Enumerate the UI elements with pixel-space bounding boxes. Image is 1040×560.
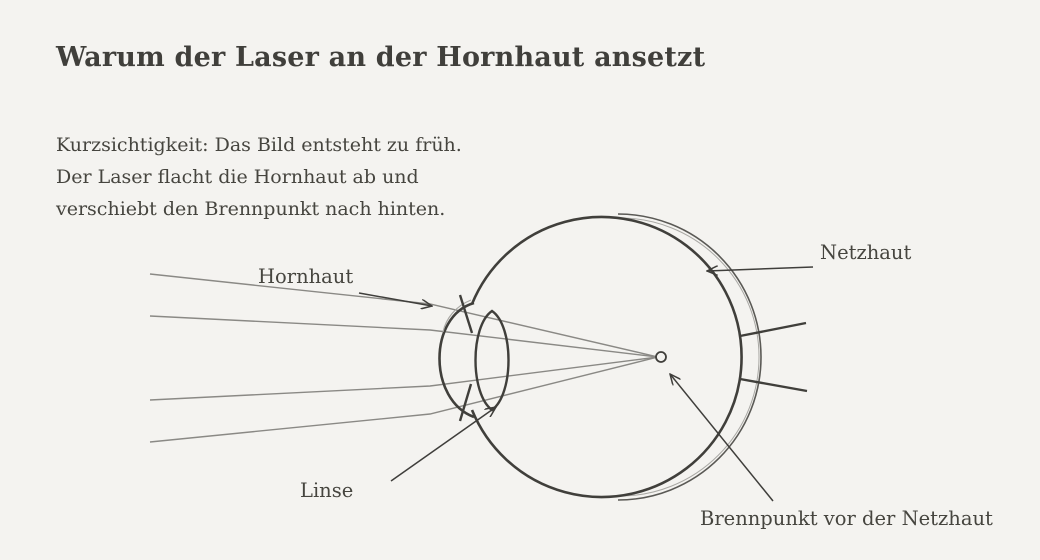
- label-focal-point: Brennpunkt vor der Netzhaut: [700, 507, 993, 530]
- intro-line-1: Kurzsichtigkeit: Das Bild entsteht zu fr…: [56, 134, 462, 156]
- iris: [458, 294, 474, 422]
- cornea-highlight: [442, 299, 472, 333]
- light-ray-2: [149, 315, 659, 358]
- page-title: Warum der Laser an der Hornhaut ansetzt: [56, 42, 706, 73]
- cornea-arrow: [358, 292, 432, 306]
- retina-arc-inner: [619, 217, 760, 497]
- cornea: [438, 301, 475, 419]
- light-ray-4: [149, 356, 659, 443]
- light-ray-1: [149, 273, 659, 358]
- label-lens: Linse: [300, 479, 354, 502]
- intro-text: Kurzsichtigkeit: Das Bild entsteht zu fr…: [56, 129, 462, 225]
- focal-point-arrow: [670, 374, 774, 502]
- retina-arc: [617, 213, 762, 501]
- label-retina: Netzhaut: [820, 241, 912, 264]
- light-rays: [149, 273, 659, 443]
- label-cornea: Hornhaut: [258, 265, 354, 288]
- eyeball: [470, 215, 743, 499]
- intro-line-2: Der Laser flacht die Hornhaut ab und: [56, 166, 419, 188]
- intro-line-3: verschiebt den Brennpunkt nach hinten.: [56, 198, 446, 220]
- lens: [474, 309, 510, 412]
- retina-arrow: [707, 267, 814, 271]
- optic-nerve: [739, 321, 808, 393]
- light-ray-3: [149, 356, 659, 401]
- focal-point: [655, 351, 667, 363]
- lens-arrow: [390, 407, 496, 482]
- label-arrows: [358, 267, 814, 502]
